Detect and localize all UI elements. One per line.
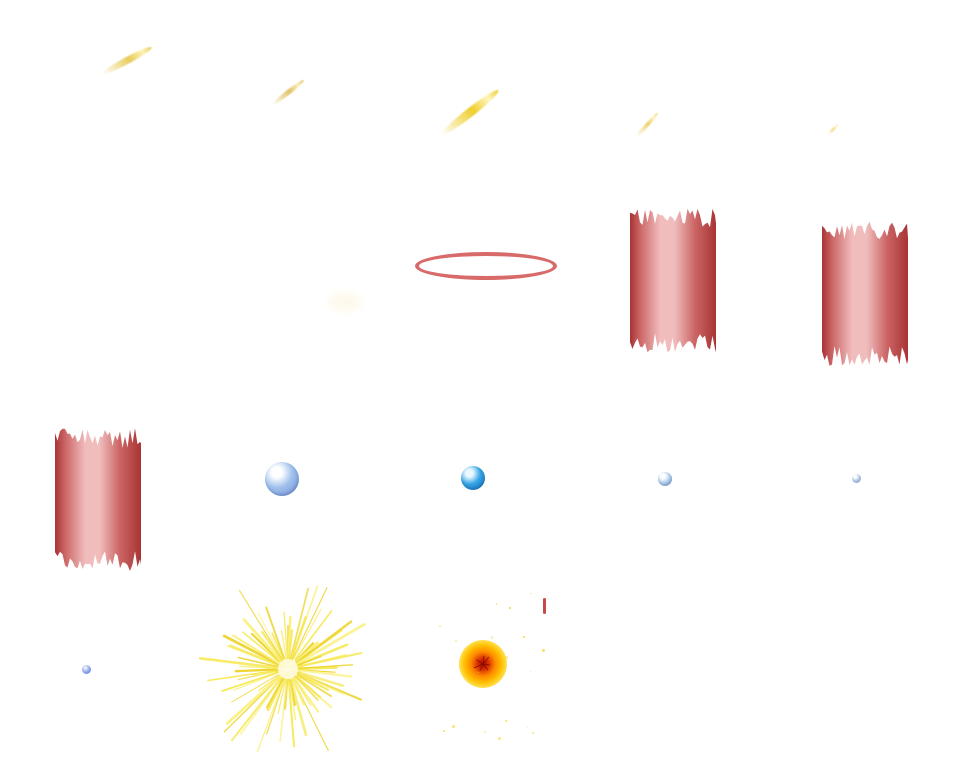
fireball-speckle <box>509 607 511 609</box>
fireball-speckle <box>542 648 546 652</box>
red-streak-small <box>543 598 546 614</box>
red-cylinder-3 <box>55 428 141 571</box>
comet-streak-2 <box>270 77 306 107</box>
fireball-speckle <box>505 720 507 722</box>
bubble-large <box>265 462 299 496</box>
fireball-speckle <box>531 731 535 735</box>
faint-wisp <box>328 292 362 312</box>
smoke-ring <box>415 252 557 280</box>
fireball-speckle <box>530 592 532 595</box>
fireball-speckle <box>442 729 446 732</box>
blue-dot <box>81 664 91 674</box>
fireball-speckle <box>522 636 526 639</box>
red-cylinder-1 <box>630 208 716 353</box>
comet-streak-3 <box>438 86 502 138</box>
comet-streak-4 <box>634 111 660 139</box>
fireball-speckle <box>505 656 508 659</box>
fireball-speckle <box>496 603 498 605</box>
fireball-speckle <box>526 726 529 729</box>
red-cylinder-2 <box>822 221 908 366</box>
bubble-small <box>658 472 672 486</box>
fireball-speckle <box>477 671 480 674</box>
comet-streak-1 <box>100 43 154 77</box>
bubble-tiny <box>851 473 861 483</box>
fireball-speckle <box>483 731 486 734</box>
fireball-speckle <box>490 636 494 639</box>
fireball-speckle <box>439 626 441 628</box>
starburst <box>188 569 388 769</box>
fireball-speckle <box>455 639 458 642</box>
fireball-speckle <box>529 670 532 673</box>
fireball-speckle <box>498 736 502 740</box>
fireball-speckle <box>451 724 455 728</box>
bubble-medium <box>461 466 485 490</box>
comet-streak-5 <box>826 122 840 136</box>
fireball <box>459 640 507 688</box>
